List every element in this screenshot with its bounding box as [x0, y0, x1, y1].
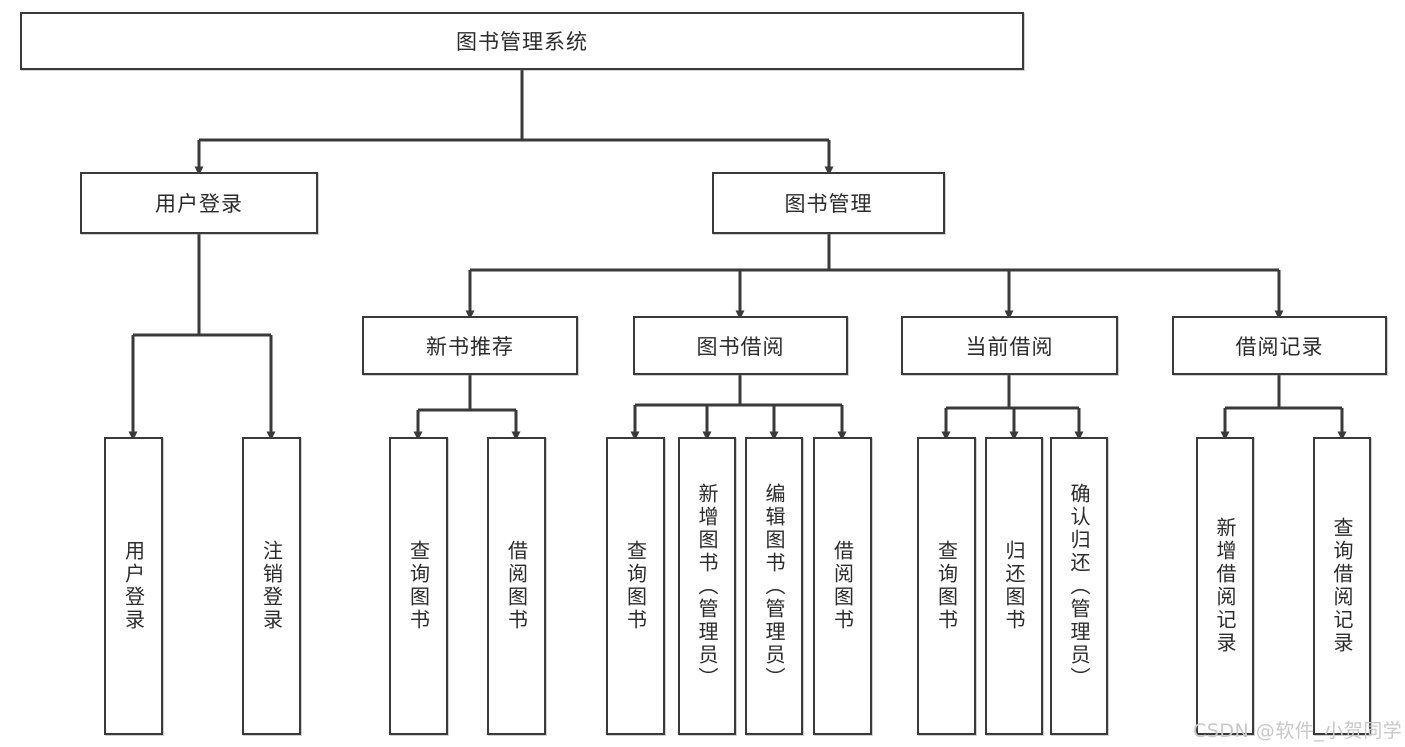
node-label-leaf-query-borrow-record: 查询借阅记录	[1330, 517, 1354, 655]
node-label-leaf-borrow-book: 借阅图书	[830, 540, 855, 632]
node-label-current-borrow: 当前借阅	[965, 334, 1054, 359]
node-label-leaf-confirm-return-admin: 确认归还（管理员）	[1067, 482, 1091, 690]
node-box-borrow-record[interactable]: 借阅记录	[1172, 316, 1387, 375]
node-label-book-borrow: 图书借阅	[696, 334, 785, 359]
node-label-leaf-query-book-borrow: 查询图书	[623, 540, 648, 632]
node-box-leaf-add-borrow-record[interactable]: 新增借阅记录	[1196, 437, 1254, 735]
node-box-leaf-query-book-borrow[interactable]: 查询图书	[606, 437, 665, 735]
node-box-leaf-logout-login[interactable]: 注销登录	[242, 437, 301, 735]
node-box-new-book-recommend[interactable]: 新书推荐	[362, 316, 578, 375]
node-label-leaf-add-borrow-record: 新增借阅记录	[1213, 517, 1237, 655]
node-label-root: 图书管理系统	[456, 30, 588, 54]
node-box-leaf-query-book-current[interactable]: 查询图书	[917, 437, 976, 735]
node-box-current-borrow[interactable]: 当前借阅	[901, 316, 1118, 375]
node-box-leaf-confirm-return-admin[interactable]: 确认归还（管理员）	[1050, 437, 1108, 735]
csdn-watermark: CSDN @软件_小贺同学	[1193, 720, 1403, 742]
node-label-leaf-return-book: 归还图书	[1002, 540, 1026, 632]
node-box-leaf-edit-book-admin[interactable]: 编辑图书（管理员）	[745, 437, 803, 735]
node-label-leaf-query-book-recommend: 查询图书	[406, 540, 431, 632]
node-box-leaf-query-borrow-record[interactable]: 查询借阅记录	[1313, 437, 1371, 735]
node-label-leaf-add-book-admin: 新增图书（管理员）	[695, 482, 719, 690]
node-box-leaf-borrow-book[interactable]: 借阅图书	[813, 437, 872, 735]
node-label-leaf-query-book-current: 查询图书	[934, 540, 959, 632]
node-label-leaf-logout-login: 注销登录	[259, 540, 284, 632]
node-box-leaf-query-book-recommend[interactable]: 查询图书	[389, 437, 448, 735]
node-box-leaf-return-book[interactable]: 归还图书	[985, 437, 1043, 735]
node-label-leaf-borrow-book-recommend: 借阅图书	[504, 540, 529, 632]
node-box-book-borrow[interactable]: 图书借阅	[633, 316, 848, 375]
node-label-new-book-recommend: 新书推荐	[426, 334, 514, 359]
node-box-user-login[interactable]: 用户登录	[80, 172, 318, 234]
node-box-leaf-user-login[interactable]: 用户登录	[104, 437, 163, 735]
node-label-borrow-record: 借阅记录	[1235, 334, 1324, 359]
connector-group	[128, 70, 1347, 441]
node-box-leaf-add-book-admin[interactable]: 新增图书（管理员）	[678, 437, 736, 735]
node-box-book-management[interactable]: 图书管理	[712, 172, 945, 234]
node-label-book-management: 图书管理	[784, 192, 873, 216]
node-label-user-login: 用户登录	[155, 192, 243, 216]
node-label-leaf-user-login: 用户登录	[121, 540, 146, 632]
node-box-leaf-borrow-book-recommend[interactable]: 借阅图书	[487, 437, 546, 735]
node-label-leaf-edit-book-admin: 编辑图书（管理员）	[762, 482, 786, 690]
node-box-root[interactable]: 图书管理系统	[20, 12, 1024, 70]
